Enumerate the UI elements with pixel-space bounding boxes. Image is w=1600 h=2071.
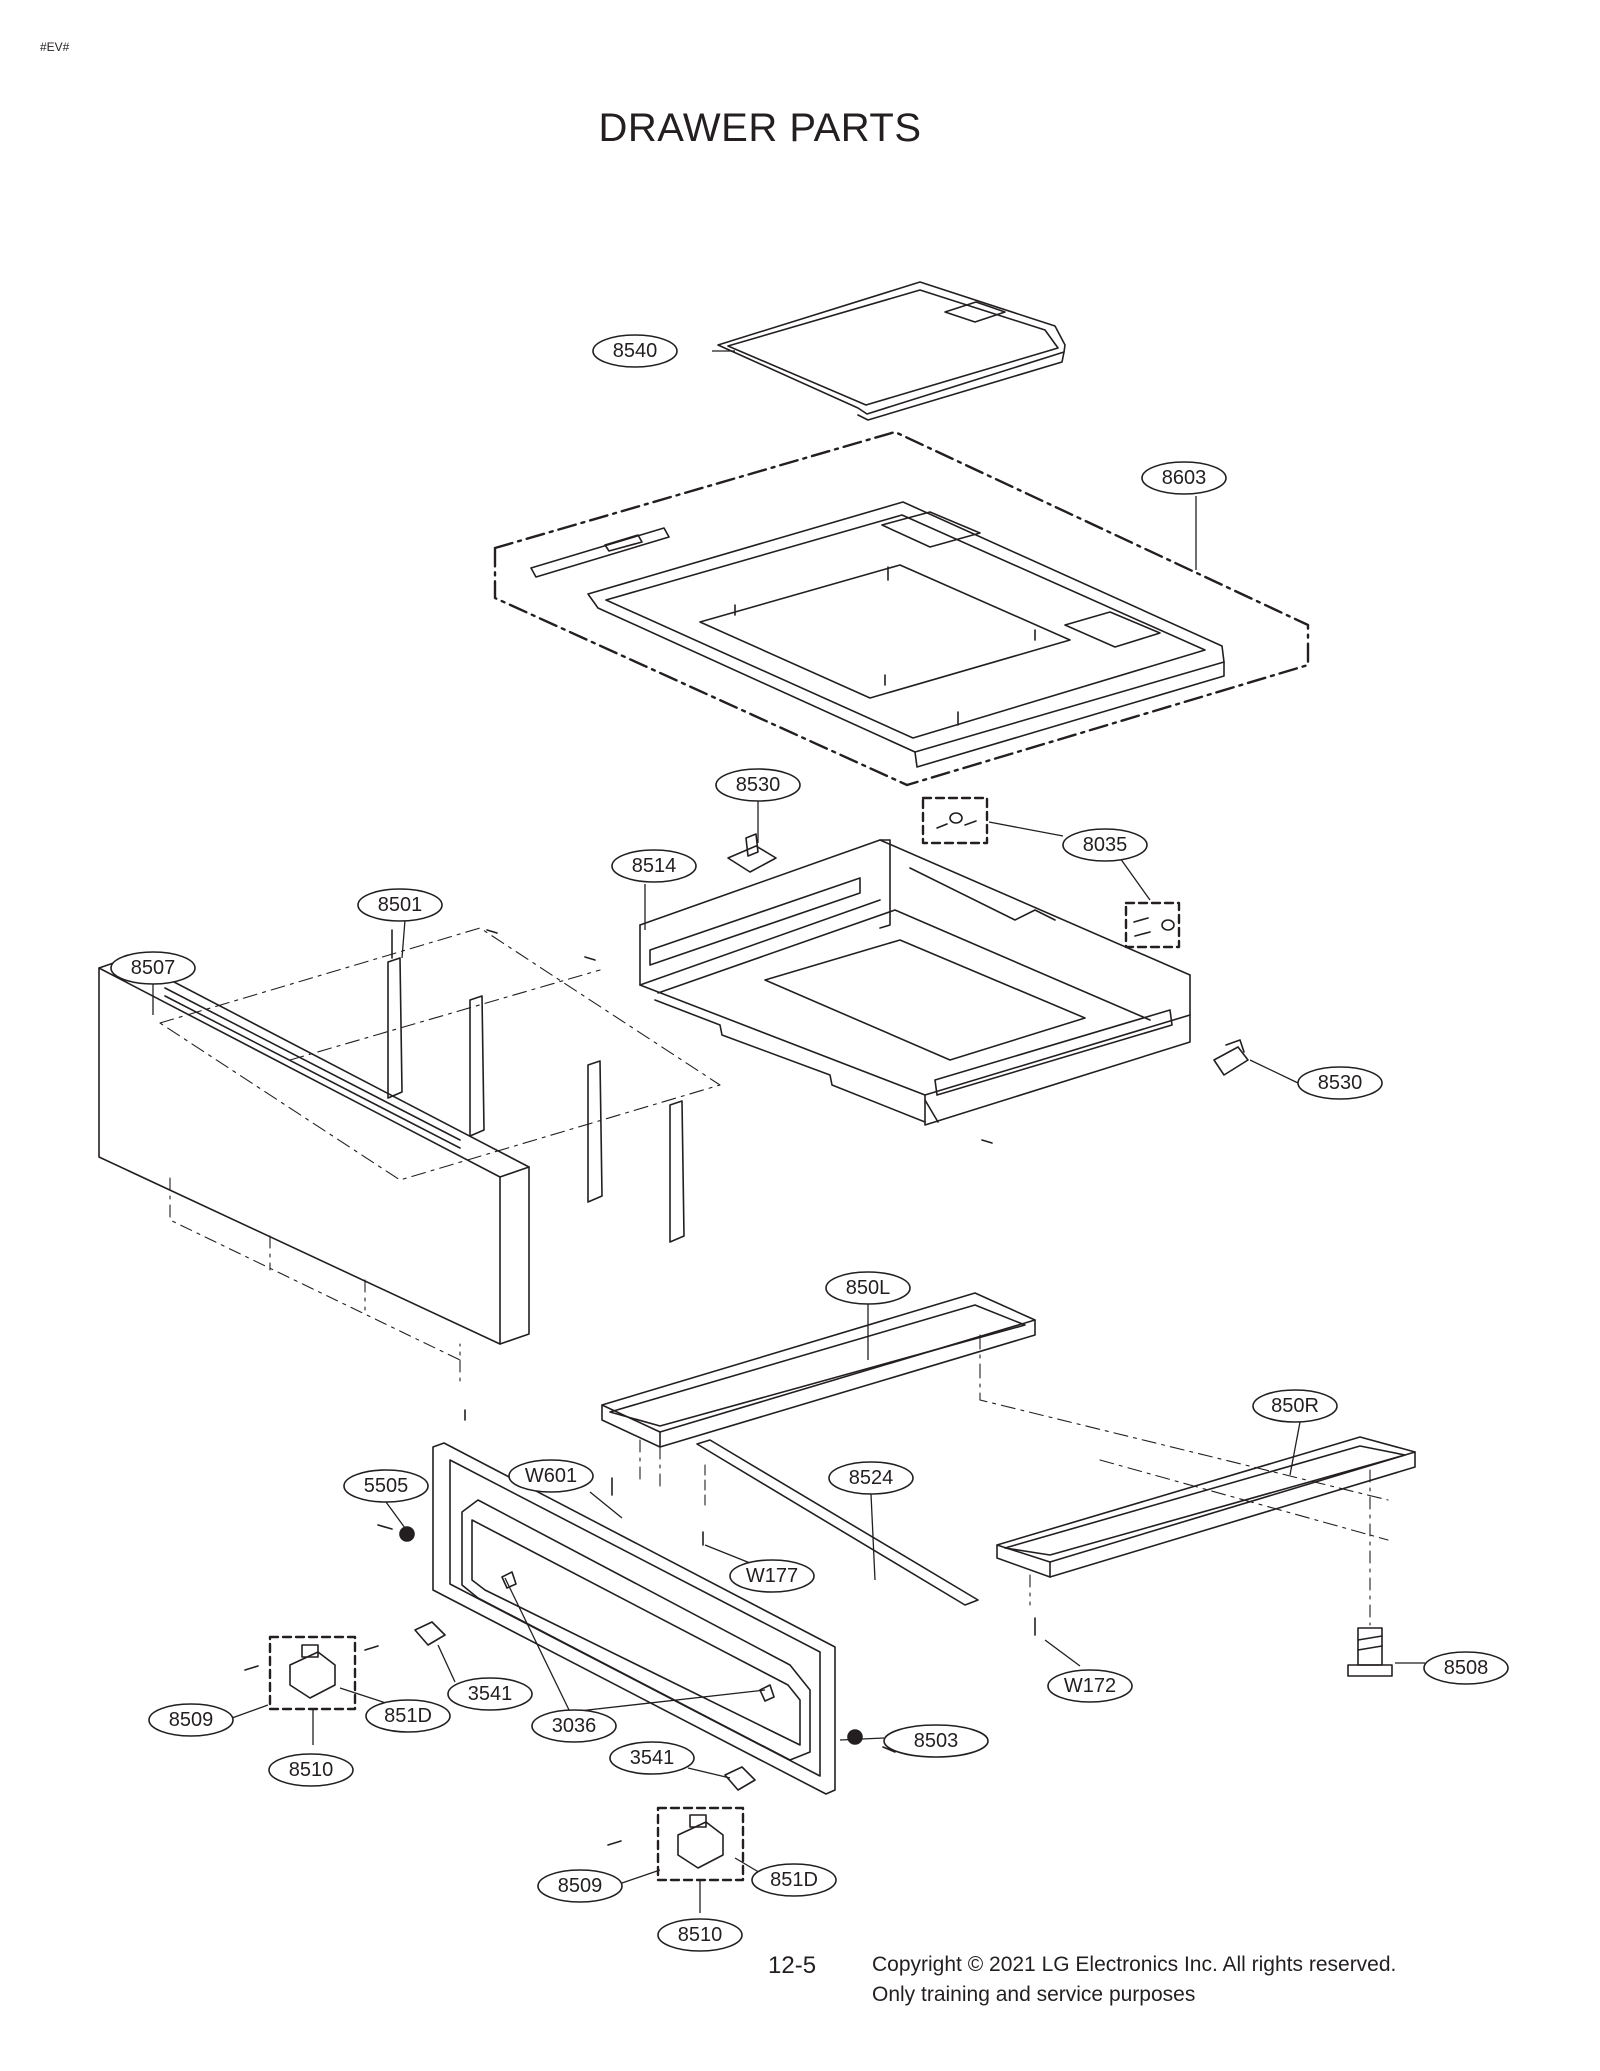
page-title: DRAWER PARTS bbox=[598, 106, 922, 150]
callout-5505 bbox=[343, 1469, 429, 1503]
callout-850L bbox=[825, 1271, 911, 1305]
label-8509-bottom: 8509 bbox=[558, 1875, 603, 1897]
callout-8509-left bbox=[148, 1703, 234, 1737]
fastener-pair-lower bbox=[1133, 917, 1175, 937]
drawer-tub-part bbox=[639, 839, 1191, 1126]
callout-850R bbox=[1252, 1389, 1338, 1423]
callout-8530-top bbox=[715, 768, 801, 802]
latch-part-bottom bbox=[607, 1814, 724, 1869]
label-851D-bottom: 851D bbox=[770, 1869, 818, 1891]
label-8603: 8603 bbox=[1162, 467, 1207, 489]
label-3541-bottom: 3541 bbox=[630, 1747, 675, 1769]
page-number: 12-5 bbox=[768, 1952, 817, 1979]
usage-notice-line: Only training and service purposes bbox=[872, 1983, 1196, 2006]
latch-assembly-box-left bbox=[268, 1635, 357, 1711]
latch-part-left bbox=[244, 1644, 379, 1699]
drawer-frame-assembly-outline bbox=[493, 430, 1310, 787]
right-rail-part bbox=[996, 1436, 1416, 1626]
label-8509-left: 8509 bbox=[169, 1709, 214, 1731]
callout-8510-left bbox=[268, 1753, 354, 1787]
left-rail-part bbox=[601, 1292, 1036, 1491]
callout-3541-bottom bbox=[609, 1741, 695, 1775]
label-8530-right: 8530 bbox=[1318, 1072, 1363, 1094]
callout-8509-bottom bbox=[537, 1869, 623, 1903]
right-clip-part bbox=[1213, 1039, 1249, 1076]
label-850R: 850R bbox=[1271, 1395, 1319, 1417]
label-851D-left: 851D bbox=[384, 1705, 432, 1727]
top-plate-part bbox=[717, 281, 1066, 421]
label-8524: 8524 bbox=[849, 1467, 894, 1489]
callout-W177 bbox=[729, 1559, 815, 1593]
label-5505: 5505 bbox=[364, 1475, 409, 1497]
rail-alignment-lines bbox=[979, 1334, 1389, 1541]
callout-8524 bbox=[828, 1461, 914, 1495]
document-tag: #EV# bbox=[40, 40, 70, 54]
label-8507: 8507 bbox=[131, 957, 176, 979]
fastener-group-box-lower bbox=[1124, 901, 1181, 949]
gasket-strip-part bbox=[696, 1439, 979, 1606]
bracket-alignment-lines bbox=[159, 927, 721, 1181]
label-850L: 850L bbox=[846, 1277, 891, 1299]
callout-8530-right bbox=[1297, 1066, 1383, 1100]
drawer-frame-part bbox=[530, 501, 1225, 768]
callout-8514 bbox=[611, 849, 697, 883]
label-8501: 8501 bbox=[378, 894, 423, 916]
label-8514: 8514 bbox=[632, 855, 677, 877]
fastener-pair-upper bbox=[936, 812, 977, 829]
callout-8540 bbox=[592, 334, 678, 368]
label-3541-left: 3541 bbox=[468, 1683, 513, 1705]
copyright-line: Copyright © 2021 LG Electronics Inc. All… bbox=[872, 1953, 1397, 1976]
callout-8035 bbox=[1062, 828, 1148, 862]
small-fastener-parts bbox=[377, 929, 1036, 1791]
callout-851D-left bbox=[365, 1699, 451, 1733]
callout-851D-bottom bbox=[751, 1863, 837, 1897]
label-W172: W172 bbox=[1064, 1675, 1116, 1697]
top-clip-part bbox=[727, 833, 777, 873]
callout-W172 bbox=[1047, 1669, 1133, 1703]
inner-frame-part bbox=[432, 1442, 836, 1795]
label-W177: W177 bbox=[746, 1565, 798, 1587]
callout-8501 bbox=[357, 888, 443, 922]
callout-8507 bbox=[110, 951, 196, 985]
label-8510-bottom: 8510 bbox=[678, 1924, 723, 1946]
fastener-group-box-upper bbox=[921, 796, 989, 845]
latch-assembly-box-bottom bbox=[656, 1806, 745, 1882]
label-8035: 8035 bbox=[1083, 834, 1128, 856]
callout-3541-left bbox=[447, 1677, 533, 1711]
callout-8508 bbox=[1423, 1651, 1509, 1685]
copyright-notice: Copyright © 2021 LG Electronics Inc. All… bbox=[872, 1950, 1396, 2010]
label-8508: 8508 bbox=[1444, 1657, 1489, 1679]
bracket-parts bbox=[387, 929, 685, 1243]
label-3036: 3036 bbox=[552, 1715, 597, 1737]
callout-8603 bbox=[1141, 461, 1227, 495]
label-8530-top: 8530 bbox=[736, 774, 781, 796]
label-8510-left: 8510 bbox=[289, 1759, 334, 1781]
callout-8510-bottom bbox=[657, 1918, 743, 1952]
leveling-leg-part bbox=[1347, 1627, 1393, 1677]
callout-8503 bbox=[883, 1724, 989, 1758]
label-8540: 8540 bbox=[613, 340, 658, 362]
callout-3036 bbox=[531, 1709, 617, 1743]
callout-W601 bbox=[508, 1459, 594, 1493]
label-W601: W601 bbox=[525, 1465, 577, 1487]
label-8503: 8503 bbox=[914, 1730, 959, 1752]
